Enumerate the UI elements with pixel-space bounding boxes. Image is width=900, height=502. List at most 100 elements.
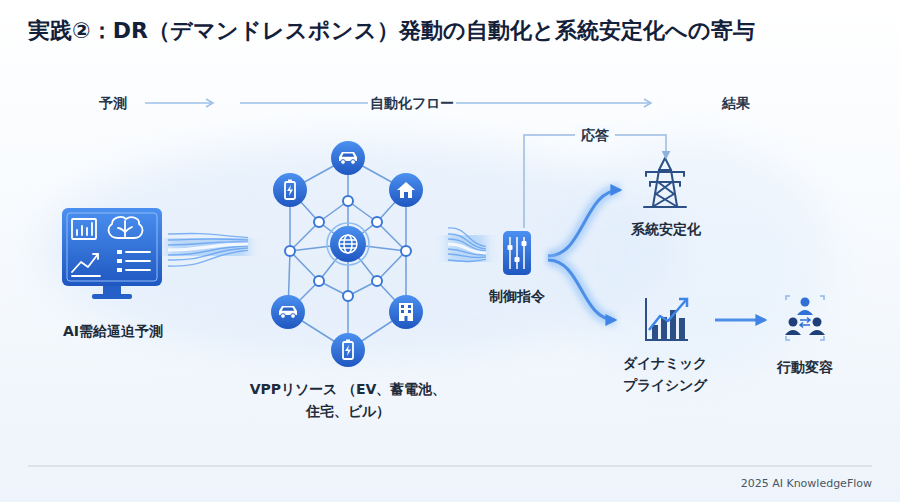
monitor-icon-part	[62, 208, 162, 286]
battery-icon-part	[331, 333, 365, 367]
house-icon-part	[397, 182, 415, 198]
battery-icon-part	[346, 340, 350, 343]
battery-icon-part	[287, 185, 293, 196]
globe-icon-part	[327, 223, 369, 265]
pricing-chart-icon-part	[679, 299, 687, 307]
node-text-group: ダイナミック プライシング	[615, 352, 715, 396]
stage-arrows-part	[644, 99, 651, 107]
beam-strand	[448, 244, 486, 253]
stage-label: 結果	[722, 93, 750, 113]
vpp-resource-node: VPPリソース （EV、蓄電池、住宅、ビル）	[248, 140, 448, 425]
behavior-change-icon-part	[800, 318, 810, 328]
behavior-change-icon-part	[813, 318, 822, 327]
control-icon-part-part	[515, 257, 520, 262]
globe-icon-part	[339, 235, 357, 253]
building-icon-part	[389, 295, 423, 329]
pylon-icon-part	[653, 170, 677, 206]
node-label: 制御指令	[489, 285, 545, 307]
node-label: 系統安定化	[631, 218, 701, 240]
network-dot-part	[372, 217, 382, 227]
behavior-change-icon-part-part	[800, 318, 810, 323]
pricing-chart-icon	[646, 298, 688, 340]
house-icon-part	[389, 173, 423, 207]
pylon-icon	[644, 158, 686, 207]
monitor-icon-part	[72, 217, 150, 276]
globe-icon-part-part	[340, 240, 356, 248]
slide-title: 実践②：DR（デマンドレスポンス）発動の自動化と系統安定化への寄与	[28, 16, 755, 46]
pylon-icon-part	[644, 206, 686, 208]
node-text-group: VPPリソース （EV、蓄電池、住宅、ビル）	[248, 378, 448, 422]
control-icon-part	[503, 231, 531, 275]
arrow-line	[715, 319, 765, 322]
monitor-icon-part-part	[118, 221, 132, 237]
pylon-icon-part	[646, 172, 684, 186]
globe-icon-part-part	[339, 243, 357, 245]
network-dot-part	[401, 246, 411, 256]
pricing-node: ダイナミック プライシング	[615, 296, 715, 396]
monitor-icon-part-part	[72, 254, 98, 272]
behavior-change-icon-part	[789, 318, 798, 327]
control-icon	[503, 231, 531, 275]
building-icon-part-part	[405, 316, 408, 321]
pricing-chart-icon-part	[649, 300, 686, 330]
battery-icon-part	[288, 180, 292, 183]
pricing-chart-icon-part	[652, 325, 658, 340]
house-icon-part	[404, 192, 408, 198]
car-icon-part	[282, 308, 295, 311]
battery-icon-part	[343, 342, 353, 359]
monitor-icon-part	[92, 294, 132, 299]
building-icon-part-part	[401, 305, 404, 308]
node-text-group: 制御指令	[486, 285, 548, 307]
behavior-change-icon-part	[797, 310, 813, 315]
node-text-group: 行動変容	[765, 356, 845, 378]
stage-label: 予測	[99, 93, 127, 113]
control-icon-part-part	[522, 241, 527, 246]
flow-beam	[448, 228, 486, 262]
flow-arrow	[548, 260, 615, 320]
beam-strand	[448, 254, 486, 258]
car-icon	[271, 295, 305, 329]
stage-label: 自動化フロー	[370, 93, 454, 113]
behavior-change-icon-part-part	[800, 323, 810, 328]
building-icon-part	[401, 305, 411, 321]
stage-arrows-part	[145, 102, 212, 104]
arrow-glow	[715, 314, 765, 326]
monitor-icon-part-part	[109, 217, 143, 238]
monitor-icon-part-part	[91, 223, 93, 235]
battery-icon-part	[273, 173, 307, 207]
beam-strand	[168, 233, 248, 237]
battery-icon	[273, 173, 307, 207]
monitor-icon-part-part	[117, 259, 122, 263]
connector-label: 応答	[575, 125, 615, 145]
control-icon-part	[508, 241, 527, 262]
car-icon-part	[291, 314, 296, 319]
car-icon-part	[342, 154, 355, 157]
beam-core	[168, 244, 248, 250]
car-icon-part	[341, 160, 346, 165]
node-label: VPPリソース （EV、蓄電池、住宅、ビル）	[248, 378, 448, 422]
arrow-line	[548, 260, 615, 320]
monitor-icon	[62, 208, 162, 299]
vpp-network	[271, 141, 423, 367]
flow-beam	[168, 233, 248, 266]
pylon-icon-part	[646, 172, 684, 182]
monitor-icon-part-part	[117, 250, 122, 254]
pricing-chart-icon-part	[646, 298, 688, 340]
building-icon-part-part	[401, 310, 404, 313]
stage-arrows-part	[240, 102, 368, 104]
network-dot-part	[314, 217, 324, 227]
battery-icon-part	[285, 182, 295, 199]
car-icon-part	[351, 160, 356, 165]
footer-credit: 2025 AI KnowledgeFlow	[741, 476, 872, 492]
building-icon-part-part	[408, 310, 411, 313]
monitor-icon-part	[67, 213, 157, 281]
car-icon-part	[271, 295, 305, 329]
arrow-line	[548, 190, 620, 256]
globe-icon-part	[330, 226, 366, 262]
monitor-icon-part-part	[72, 219, 96, 239]
flow-arrow	[715, 320, 765, 321]
beam-strand	[448, 234, 486, 249]
monitor-icon-part-part	[76, 230, 78, 235]
behavior-change-icon	[785, 296, 825, 340]
